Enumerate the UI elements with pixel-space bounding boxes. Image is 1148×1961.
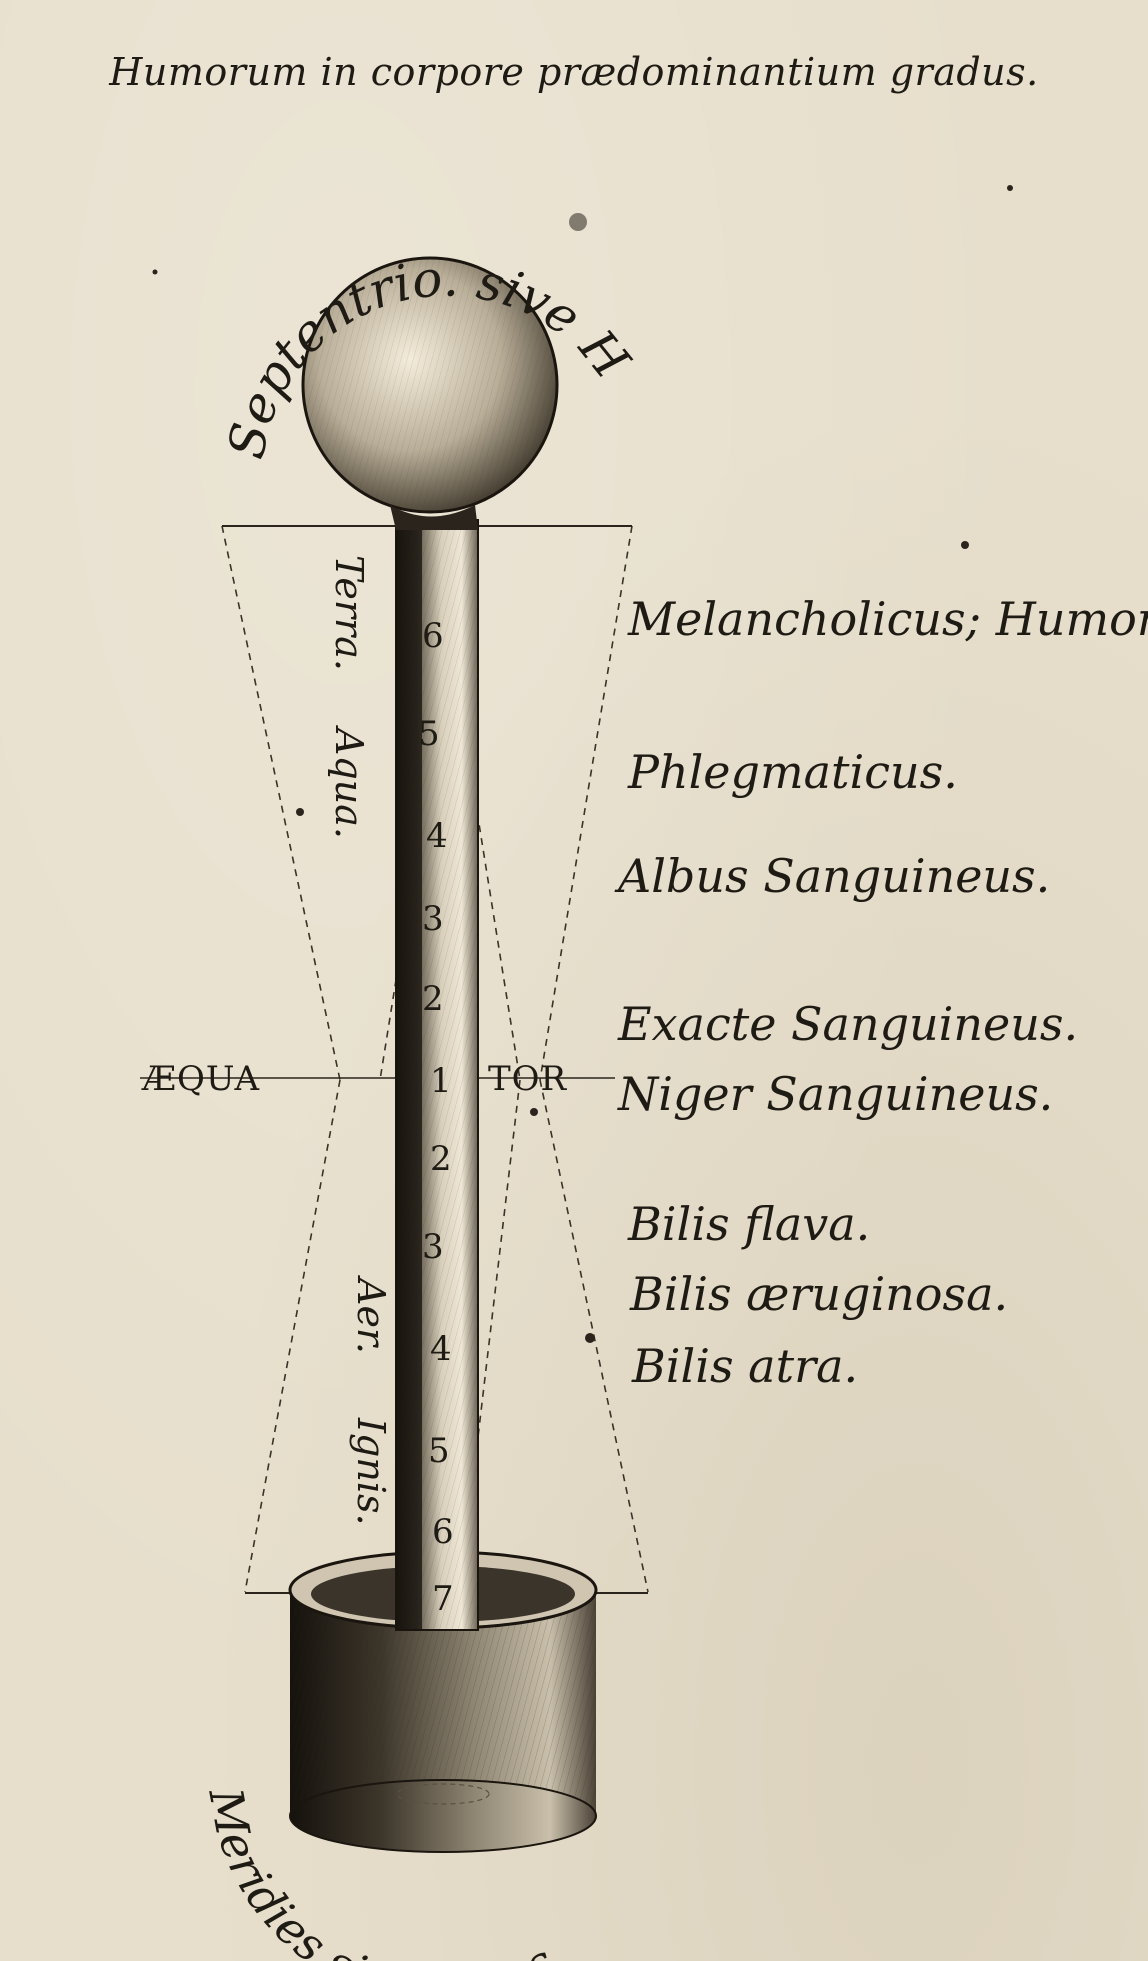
equator-label-right: TOR: [488, 1059, 568, 1099]
scale-lower-1: 2: [430, 1139, 452, 1179]
scale-upper-3: 4: [426, 816, 448, 856]
scale-upper-1: 6: [422, 616, 444, 656]
scale-upper-2: 5: [418, 714, 440, 754]
scale-lower-4: 5: [428, 1431, 450, 1471]
scale-upper-4: 3: [422, 899, 444, 939]
scale-center: 1: [430, 1061, 452, 1101]
humor-label-5: Niger Sanguineus.: [617, 1067, 1053, 1121]
humor-label-2: Phlegmaticus.: [627, 745, 958, 799]
equator-label-left: ÆQUA: [141, 1059, 260, 1099]
globe-bulb: [301, 256, 559, 530]
humor-label-4: Exacte Sanguineus.: [617, 997, 1078, 1051]
element-label-fire: Ignis.: [349, 1417, 393, 1526]
humor-labels: Melancholicus; Humor. Phlegmaticus. Albu…: [614, 592, 1148, 1393]
scale-lower-3: 4: [430, 1329, 452, 1369]
thermometer-tube: [395, 519, 479, 1631]
humor-label-6: Bilis flava.: [627, 1197, 870, 1251]
element-label-air: Aer.: [349, 1275, 393, 1354]
scale-lower-5: 6: [432, 1512, 454, 1552]
humor-label-1: Melancholicus; Humor.: [627, 592, 1148, 646]
scale-lower-2: 3: [422, 1227, 444, 1267]
element-label-earth: Terra.: [327, 555, 371, 671]
scale-lower-6: 7: [432, 1579, 454, 1619]
humor-label-3: Albus Sanguineus.: [614, 849, 1050, 903]
scale-numbers: 6 5 4 3 2 1 2 3 4 5 6 7: [418, 616, 454, 1619]
ink-specks: [152, 185, 1013, 1343]
humor-label-7: Bilis æruginosa.: [629, 1267, 1008, 1321]
humor-label-8: Bilis atra.: [631, 1339, 858, 1393]
scale-upper-5: 2: [422, 979, 444, 1019]
element-label-water: Aqua.: [327, 725, 371, 839]
figure-title: Humorum in corpore prædominantium gradus…: [109, 50, 1039, 94]
